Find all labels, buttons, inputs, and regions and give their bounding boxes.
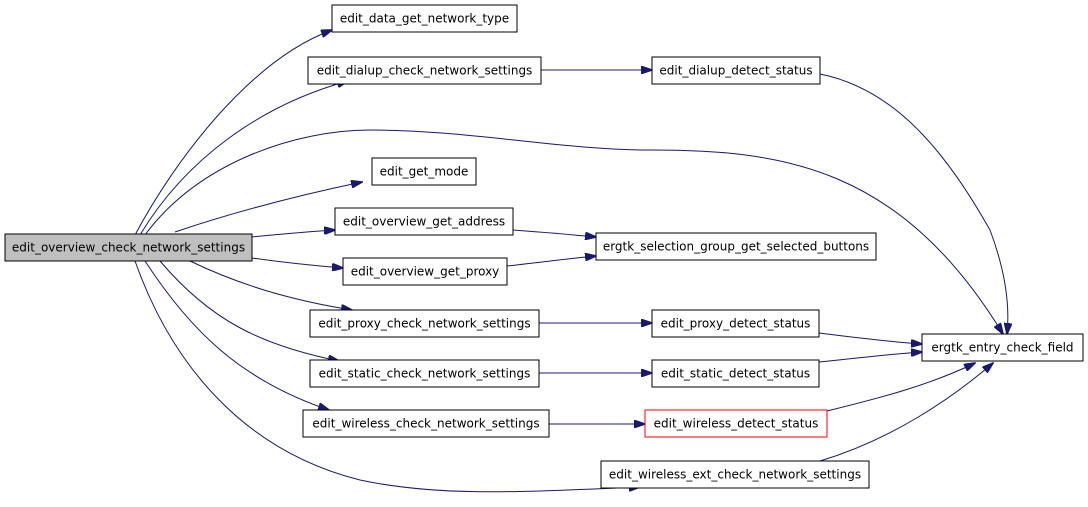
- node-selection-group-label: ergtk_selection_group_get_selected_butto…: [603, 240, 869, 254]
- node-wireless-ext-check[interactable]: edit_wireless_ext_check_network_settings: [600, 460, 870, 489]
- node-static-check-label: edit_static_check_network_settings: [319, 367, 531, 381]
- edge-wireless-detect-to-entry-check-field: [826, 363, 975, 412]
- node-dialup-detect-label: edit_dialup_detect_status: [659, 64, 812, 78]
- edge-root-to-overview-get-proxy: [251, 257, 343, 268]
- node-overview-get-address-label: edit_overview_get_address: [343, 215, 505, 229]
- node-static-detect[interactable]: edit_static_detect_status: [651, 359, 820, 388]
- edge-get-address-to-selection-group: [512, 229, 596, 237]
- node-dialup-check-label: edit_dialup_check_network_settings: [317, 64, 533, 78]
- node-data-get-network-type[interactable]: edit_data_get_network_type: [331, 4, 518, 33]
- edge-root-to-entry-check-field-top: [144, 129, 1003, 334]
- node-root[interactable]: edit_overview_check_network_settings: [4, 233, 253, 262]
- node-dialup-check[interactable]: edit_dialup_check_network_settings: [307, 56, 542, 85]
- node-wireless-check[interactable]: edit_wireless_check_network_settings: [302, 409, 550, 438]
- node-proxy-check-label: edit_proxy_check_network_settings: [318, 317, 530, 331]
- node-entry-check-field[interactable]: ergtk_entry_check_field: [921, 333, 1084, 362]
- node-get-mode-label: edit_get_mode: [380, 165, 469, 179]
- node-proxy-detect-label: edit_proxy_detect_status: [661, 317, 811, 331]
- node-dialup-detect[interactable]: edit_dialup_detect_status: [651, 56, 821, 85]
- edge-root-to-get-mode: [174, 182, 362, 233]
- node-entry-check-field-label: ergtk_entry_check_field: [931, 341, 1073, 355]
- edge-dialup-detect-to-entry-check-field: [819, 73, 1008, 334]
- edge-root-to-proxy-check: [189, 260, 352, 310]
- edge-proxy-detect-to-entry-check-field: [818, 332, 922, 344]
- edge-root-to-data-get-network-type: [134, 30, 332, 236]
- node-proxy-check[interactable]: edit_proxy_check_network_settings: [309, 309, 540, 338]
- node-root-label: edit_overview_check_network_settings: [12, 241, 245, 255]
- edge-static-detect-to-entry-check-field: [818, 352, 922, 363]
- edge-root-to-overview-get-address: [251, 230, 335, 238]
- node-proxy-detect[interactable]: edit_proxy_detect_status: [651, 309, 820, 338]
- node-static-check[interactable]: edit_static_check_network_settings: [309, 359, 540, 388]
- node-wireless-detect-label: edit_wireless_detect_status: [654, 417, 819, 431]
- node-overview-get-address[interactable]: edit_overview_get_address: [334, 207, 514, 236]
- node-get-mode[interactable]: edit_get_mode: [371, 157, 477, 186]
- edge-root-to-wireless-check: [144, 260, 329, 410]
- edge-root-to-dialup-check: [139, 81, 348, 236]
- node-static-detect-label: edit_static_detect_status: [661, 367, 810, 381]
- node-data-get-network-type-label: edit_data_get_network_type: [340, 12, 509, 26]
- node-wireless-check-label: edit_wireless_check_network_settings: [312, 417, 539, 431]
- node-selection-group[interactable]: ergtk_selection_group_get_selected_butto…: [595, 232, 877, 261]
- node-wireless-detect[interactable]: edit_wireless_detect_status: [644, 409, 828, 438]
- edge-root-to-static-check: [159, 260, 339, 361]
- node-wireless-ext-check-label: edit_wireless_ext_check_network_settings: [609, 468, 861, 482]
- node-overview-get-proxy[interactable]: edit_overview_get_proxy: [342, 257, 508, 286]
- edge-wireless-ext-check-to-entry-check-field: [819, 363, 993, 462]
- edge-get-proxy-to-selection-group: [506, 256, 596, 267]
- node-overview-get-proxy-label: edit_overview_get_proxy: [351, 265, 500, 279]
- edge-root-to-wireless-ext-check: [134, 260, 640, 493]
